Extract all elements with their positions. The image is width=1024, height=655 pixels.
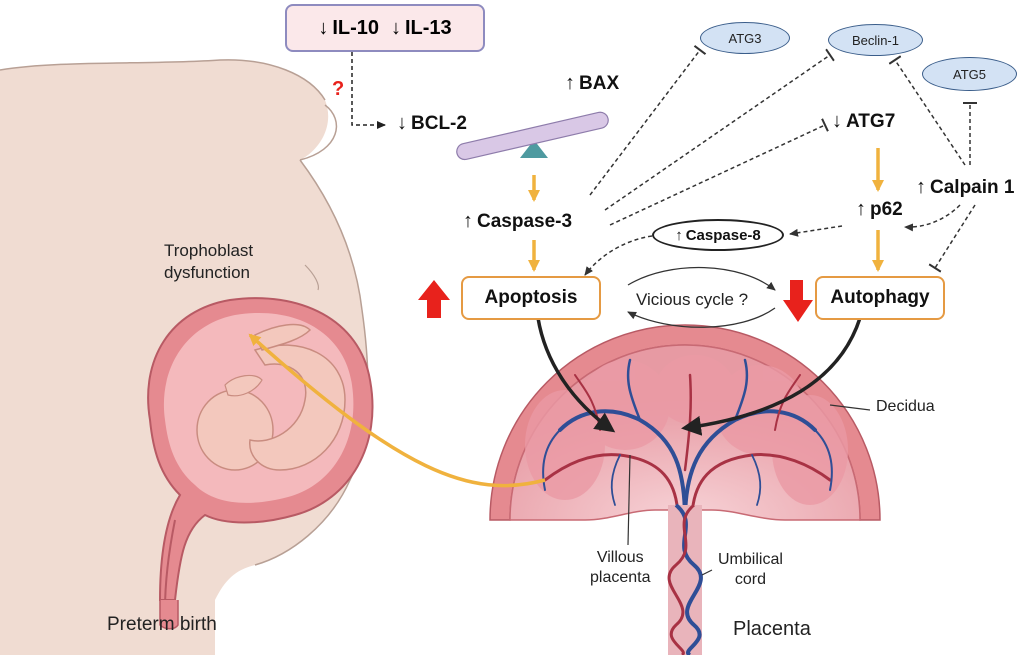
- apoptosis-box: Apoptosis: [461, 276, 601, 320]
- seesaw: [456, 111, 609, 161]
- up-arrow-icon: ↑: [565, 72, 575, 94]
- placenta-label: Placenta: [733, 618, 811, 640]
- preterm-birth-label: Preterm birth: [107, 614, 217, 635]
- caspase8-oval: ↑Caspase-8: [652, 219, 784, 251]
- up-arrow-icon: ↑: [916, 176, 926, 198]
- vicious-cycle-label: Vicious cycle ?: [636, 290, 749, 309]
- trophoblast-dysfunction-label: Trophoblast dysfunction: [164, 241, 254, 282]
- villous-placenta-label: Villous placenta: [590, 549, 651, 586]
- bax-label: ↑BAX: [565, 72, 620, 94]
- fetus: [196, 323, 346, 471]
- beclin1-oval: Beclin-1: [828, 24, 923, 56]
- pathway-connectors: [248, 44, 977, 576]
- down-arrow-icon: ↓: [397, 112, 407, 134]
- atg5-oval: ATG5: [922, 57, 1017, 91]
- il-cytokine-box: ↓IL-10 ↓IL-13: [285, 4, 485, 52]
- down-arrow-icon: ↓: [318, 16, 329, 39]
- calpain1-label: ↑Calpain 1: [916, 176, 1015, 198]
- atg3-oval: ATG3: [700, 22, 790, 54]
- uterus-fetus-illustration: [147, 297, 374, 630]
- decidua-label: Decidua: [876, 398, 935, 415]
- il10-label: IL-10: [332, 16, 379, 39]
- placenta-illustration: [489, 324, 881, 655]
- caspase3-label: ↑Caspase-3: [463, 210, 573, 232]
- up-arrow-icon: ↑: [856, 198, 866, 220]
- p62-label: ↑p62: [856, 198, 903, 220]
- question-mark: ?: [332, 78, 345, 100]
- autophagy-box: Autophagy: [815, 276, 945, 320]
- down-arrow-icon: ↓: [832, 110, 842, 132]
- atg7-label: ↓ATG7: [832, 110, 896, 132]
- bcl2-label: ↓BCL-2: [397, 112, 467, 134]
- umbilical-cord-label: Umbilical cord: [718, 551, 783, 588]
- up-arrow-icon: ↑: [463, 210, 473, 232]
- il13-label: IL-13: [405, 16, 452, 39]
- down-arrow-icon: ↓: [391, 16, 401, 39]
- caspase8-label: Caspase-8: [685, 226, 761, 244]
- up-arrow-icon: ↑: [675, 226, 683, 244]
